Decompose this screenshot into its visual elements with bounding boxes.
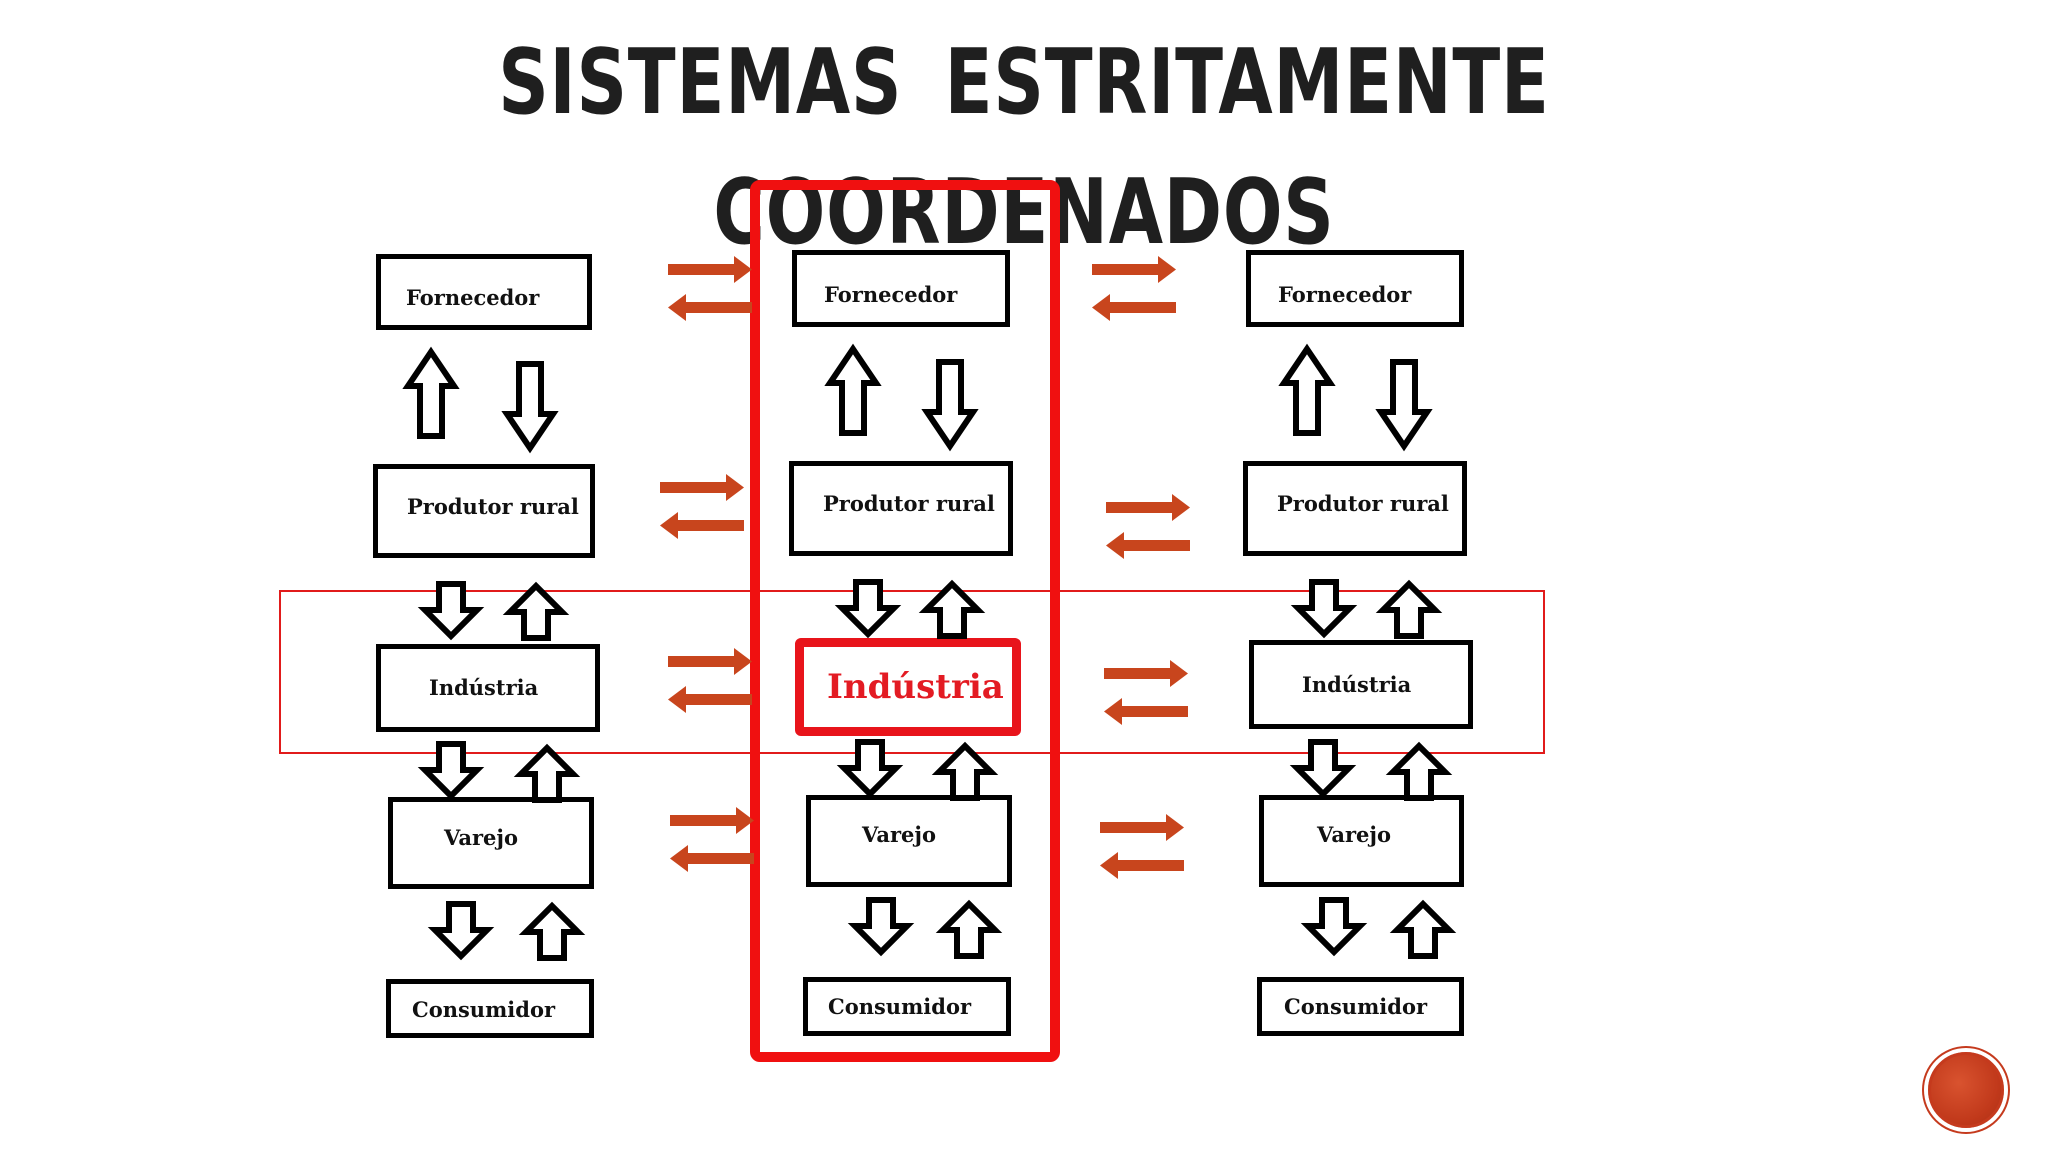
down-arrow-icon (1298, 582, 1350, 634)
label-produtor-col3: Produtor rural (1277, 491, 1449, 516)
exchange-arrows-icon (660, 474, 744, 539)
up-arrow-icon (943, 904, 995, 956)
exchange-arrows-icon (1106, 494, 1190, 559)
label-consumidor-col1: Consumidor (412, 997, 556, 1022)
box-consumidor-col1 (386, 979, 594, 1038)
next-slide-button[interactable] (1928, 1052, 2004, 1128)
down-arrow-icon (1297, 742, 1349, 794)
exchange-arrows-icon (670, 807, 754, 872)
down-arrow-icon (1308, 900, 1360, 952)
box-produtor-col3 (1243, 461, 1467, 556)
label-industria-col1: Indústria (429, 675, 539, 700)
up-arrow-icon (510, 586, 562, 638)
box-varejo-col1 (388, 797, 594, 889)
label-varejo-col1: Varejo (444, 825, 519, 850)
up-arrow-icon (926, 584, 978, 636)
box-consumidor-col2 (803, 977, 1011, 1036)
box-industria-highlighted (795, 638, 1021, 736)
label-consumidor-col3: Consumidor (1284, 994, 1428, 1019)
exchange-arrows-icon (668, 648, 752, 713)
up-arrow-icon (830, 349, 876, 433)
label-fornecedor-col1: Fornecedor (406, 285, 540, 310)
up-arrow-icon (408, 352, 454, 436)
up-arrow-icon (939, 746, 991, 798)
down-arrow-icon (855, 900, 907, 952)
industry-row-frame (279, 590, 1545, 754)
box-fornecedor-col3 (1246, 250, 1464, 327)
down-arrow-icon (927, 362, 973, 446)
label-produtor-col1: Produtor rural (407, 494, 579, 519)
up-arrow-icon (1383, 584, 1435, 636)
down-arrow-icon (1381, 362, 1427, 446)
exchange-arrows-icon (1104, 660, 1188, 725)
box-varejo-col2 (806, 795, 1012, 887)
box-industria-col3 (1249, 640, 1473, 729)
label-industria-highlighted: Indústria (827, 667, 1004, 707)
up-arrow-icon (526, 906, 578, 958)
down-arrow-icon (842, 582, 894, 634)
exchange-arrows-icon (668, 256, 752, 321)
up-arrow-icon (1284, 349, 1330, 433)
label-produtor-col2: Produtor rural (823, 491, 995, 516)
label-consumidor-col2: Consumidor (828, 994, 972, 1019)
box-fornecedor-col2 (792, 250, 1010, 327)
box-consumidor-col3 (1257, 977, 1464, 1036)
label-fornecedor-col2: Fornecedor (824, 282, 958, 307)
down-arrow-icon (435, 904, 487, 956)
down-arrow-icon (425, 744, 477, 796)
up-arrow-icon (1393, 746, 1445, 798)
box-varejo-col3 (1259, 795, 1464, 887)
box-produtor-col2 (789, 461, 1013, 556)
up-arrow-icon (521, 748, 573, 800)
center-column-frame (750, 180, 1060, 1062)
box-produtor-col1 (373, 464, 595, 558)
label-varejo-col3: Varejo (1317, 822, 1392, 847)
slide-title: SISTEMAS ESTRITAMENTE COORDENADOS (498, 30, 1550, 265)
box-industria-col1 (376, 644, 600, 732)
down-arrow-icon (507, 364, 553, 448)
box-fornecedor-col1 (376, 254, 592, 330)
label-industria-col3: Indústria (1302, 672, 1412, 697)
down-arrow-icon (844, 742, 896, 794)
label-varejo-col2: Varejo (862, 822, 937, 847)
exchange-arrows-icon (1100, 814, 1184, 879)
exchange-arrows-icon (1092, 256, 1176, 321)
label-fornecedor-col3: Fornecedor (1278, 282, 1412, 307)
down-arrow-icon (425, 584, 477, 636)
up-arrow-icon (1397, 904, 1449, 956)
